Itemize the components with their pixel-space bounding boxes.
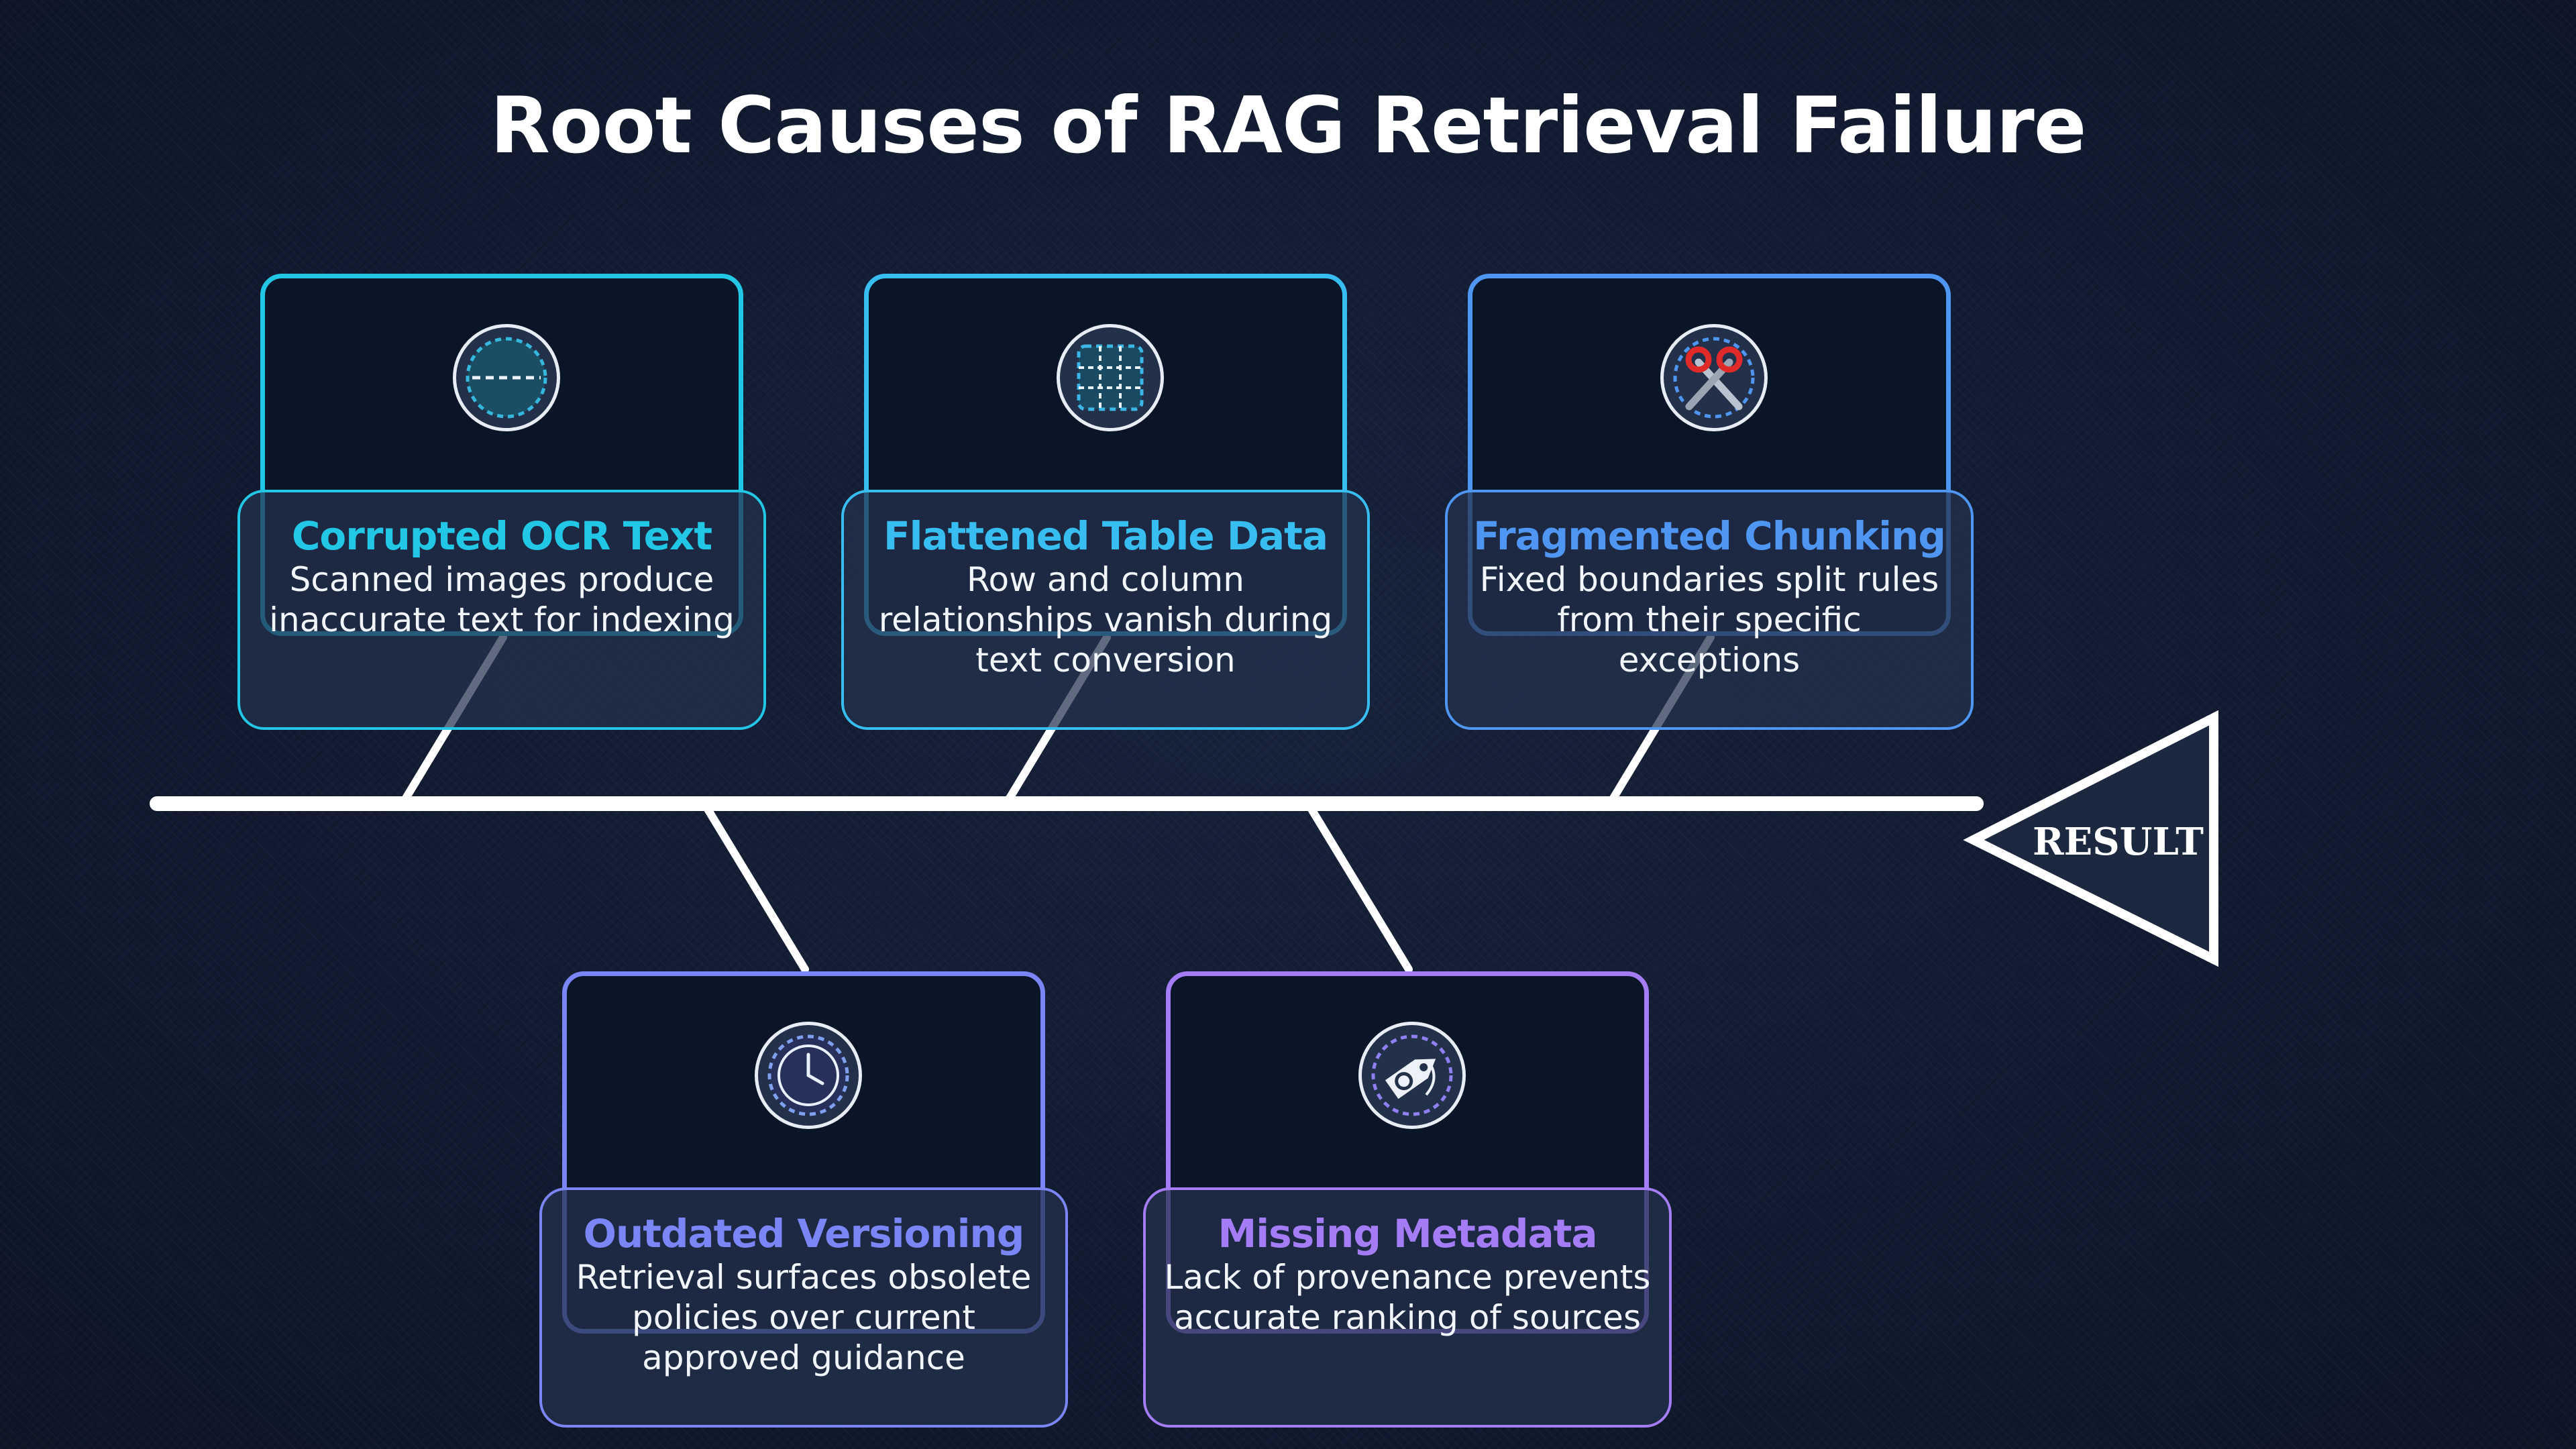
cause-card-body: Flattened Table Data Row and column rela… (841, 490, 1370, 730)
scissors-icon (1660, 324, 1768, 431)
cause-description: Retrieval surfaces obsolete policies ove… (576, 1258, 1032, 1377)
page-title: Root Causes of RAG Retrieval Failure (490, 80, 2087, 171)
result-triangle (1963, 710, 2218, 967)
cause-card-body: Corrupted OCR Text Scanned images produc… (237, 490, 766, 730)
table-grid-icon (1057, 324, 1164, 431)
cause-card-metadata: Missing Metadata Lack of provenance prev… (1143, 971, 1672, 1428)
cause-description: Lack of provenance prevents accurate ran… (1164, 1258, 1651, 1337)
bone-versioning (700, 800, 809, 973)
cause-card-table: Flattened Table Data Row and column rela… (841, 274, 1370, 730)
cause-description: Scanned images produce inaccurate text f… (269, 560, 735, 639)
cause-card-ocr: Corrupted OCR Text Scanned images produc… (237, 274, 766, 730)
cause-card-body: Fragmented Chunking Fixed boundaries spl… (1445, 490, 1974, 730)
cause-card-body: Missing Metadata Lack of provenance prev… (1143, 1187, 1672, 1428)
cause-title: Fragmented Chunking (1473, 513, 1946, 559)
result-label: RESULT (2033, 820, 2204, 864)
cause-description: Row and column relationships vanish duri… (878, 560, 1333, 680)
cause-card-body: Outdated Versioning Retrieval surfaces o… (539, 1187, 1068, 1428)
cause-card-versioning: Outdated Versioning Retrieval surfaces o… (539, 971, 1068, 1428)
cause-title: Flattened Table Data (883, 513, 1328, 559)
scanned-document-icon (453, 324, 560, 431)
cause-title: Corrupted OCR Text (291, 513, 712, 559)
clock-icon (755, 1022, 862, 1129)
tag-icon (1358, 1022, 1466, 1129)
cause-title: Outdated Versioning (583, 1211, 1025, 1256)
cause-description: Fixed boundaries split rules from their … (1479, 560, 1939, 680)
bone-metadata (1304, 800, 1413, 973)
cause-card-chunking: Fragmented Chunking Fixed boundaries spl… (1445, 274, 1974, 730)
cause-title: Missing Metadata (1218, 1211, 1598, 1256)
